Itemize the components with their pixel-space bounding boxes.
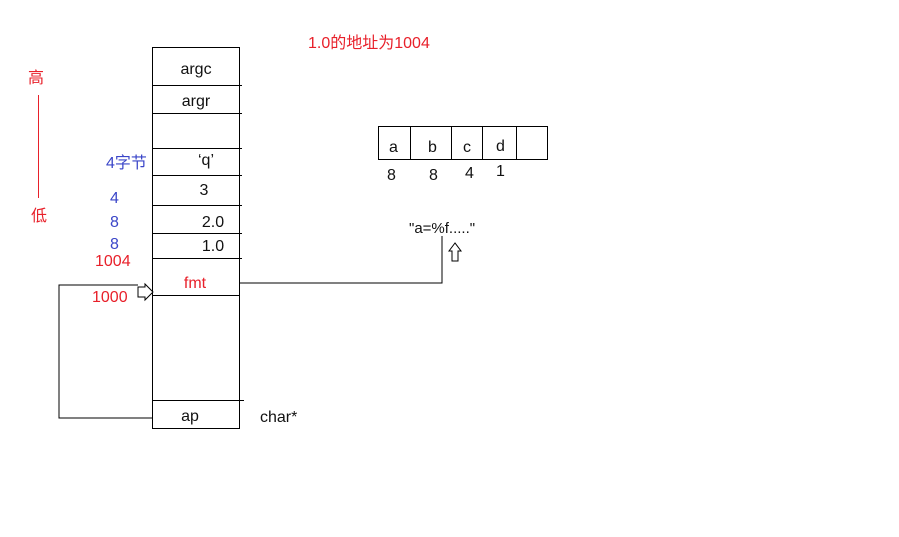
byte-cell-d: d — [496, 138, 505, 155]
stack-divider — [152, 85, 242, 86]
stack-divider — [152, 148, 242, 149]
cell-argr: argr — [181, 93, 211, 110]
byte-cell-a: a — [389, 139, 398, 156]
stack-top-border — [152, 47, 240, 48]
byte-cell-c: c — [463, 139, 471, 156]
label-four-bytes: 4字节 — [106, 155, 147, 172]
high-label: 高 — [28, 70, 45, 87]
stack-frame — [152, 47, 240, 428]
stack-divider — [152, 205, 242, 206]
stack-divider — [152, 295, 240, 296]
label-size-4: 4 — [110, 190, 119, 207]
byte-table-divider — [482, 126, 483, 160]
cell-q: ‘q’ — [197, 152, 214, 169]
cell-one-point-zero: 1.0 — [201, 238, 225, 255]
right-arrow-icon — [137, 282, 154, 302]
ap-type-label: char* — [260, 409, 298, 426]
stack-divider — [152, 233, 242, 234]
high-low-axis-line — [38, 95, 39, 198]
cell-ap: ap — [181, 408, 199, 425]
address-note: 1.0的地址为1004 — [308, 35, 430, 52]
byte-cell-b: b — [428, 139, 437, 156]
byte-table-divider — [516, 126, 517, 160]
byte-table-divider — [451, 126, 452, 160]
byte-size-table — [378, 126, 548, 160]
stack-divider — [152, 258, 242, 259]
byte-size-b: 8 — [429, 167, 438, 184]
label-size-8: 8 — [110, 214, 119, 231]
stack-divider — [152, 400, 244, 401]
up-arrow-icon — [448, 242, 462, 262]
label-address-1004: 1004 — [95, 253, 131, 270]
cell-two-point-zero: 2.0 — [201, 214, 225, 231]
byte-size-a: 8 — [387, 167, 396, 184]
label-address-1000: 1000 — [92, 289, 128, 306]
format-string: "a=%f....." — [409, 220, 476, 237]
byte-table-divider — [410, 126, 411, 160]
cell-argc: argc — [180, 61, 212, 78]
stack-divider — [152, 175, 242, 176]
cell-three: 3 — [199, 182, 209, 199]
cell-fmt: fmt — [183, 275, 207, 292]
fmt-pointer-line — [240, 236, 443, 284]
ap-pointer-line — [58, 284, 152, 419]
byte-size-c: 4 — [465, 165, 474, 182]
low-label: 低 — [31, 208, 48, 225]
stack-bottom-border — [152, 428, 240, 429]
label-size-8: 8 — [110, 236, 119, 253]
byte-size-d: 1 — [496, 163, 505, 180]
stack-divider — [152, 113, 242, 114]
